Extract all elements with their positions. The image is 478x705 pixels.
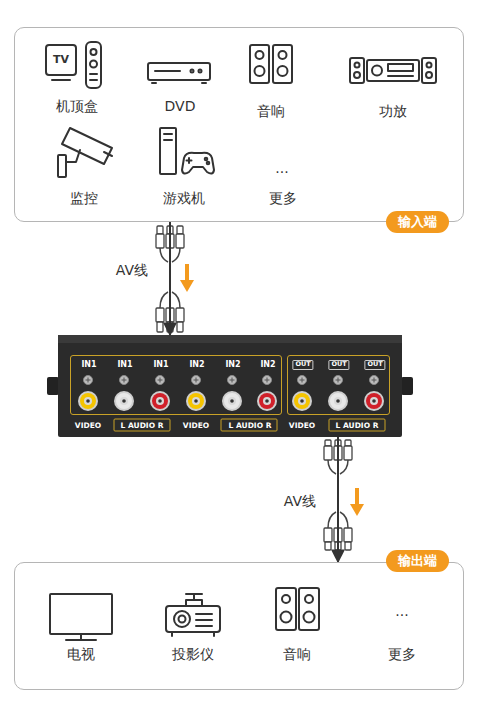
port-label: OUT	[328, 360, 349, 370]
device-label: 监控	[70, 190, 98, 207]
device-label: 更多	[388, 646, 416, 663]
av-cable	[169, 222, 171, 335]
device-label: 功放	[379, 103, 407, 120]
port-label: IN1	[117, 360, 132, 370]
port-caption: VIDEO	[289, 421, 315, 430]
device-label: DVD	[165, 98, 196, 115]
port-label: IN2	[225, 360, 240, 370]
port-label: IN2	[260, 360, 275, 370]
port-label: IN1	[81, 360, 96, 370]
port-label: IN2	[189, 360, 204, 370]
device-label: 电视	[67, 646, 95, 663]
section-tag: 输出端	[386, 550, 449, 572]
device-label: 音响	[283, 646, 311, 663]
port-caption: L AUDIO R	[121, 421, 164, 430]
input-jack-group: IN1 IN1 IN1 IN2 IN2 IN2	[70, 355, 282, 415]
device-label: ...	[395, 603, 408, 620]
device-label: 机顶盒	[56, 98, 98, 115]
av-cable	[337, 437, 339, 562]
device-label: 音响	[257, 103, 285, 120]
cable-label: AV线	[282, 492, 318, 512]
output-jack-group: OUT OUT OUT	[287, 355, 390, 415]
device-label: 投影仪	[172, 646, 214, 663]
icon-text: TV	[53, 53, 69, 66]
device-label: ...	[275, 160, 288, 177]
device-label: 更多	[269, 190, 297, 207]
cable-label: AV线	[114, 261, 150, 281]
port-label: IN1	[153, 360, 168, 370]
output-panel: 输出端	[14, 562, 464, 690]
device-label: 游戏机	[163, 190, 205, 207]
port-caption: VIDEO	[183, 421, 209, 430]
port-label: OUT	[292, 360, 313, 370]
port-caption: L AUDIO R	[336, 421, 379, 430]
port-caption: VIDEO	[75, 421, 101, 430]
section-tag: 输入端	[386, 211, 449, 233]
port-label: OUT	[364, 360, 385, 370]
port-caption: L AUDIO R	[229, 421, 272, 430]
switch-body: VIDEO L AUDIO R VIDEO L AUDIO R VIDEO L AUDIO…	[58, 335, 402, 437]
